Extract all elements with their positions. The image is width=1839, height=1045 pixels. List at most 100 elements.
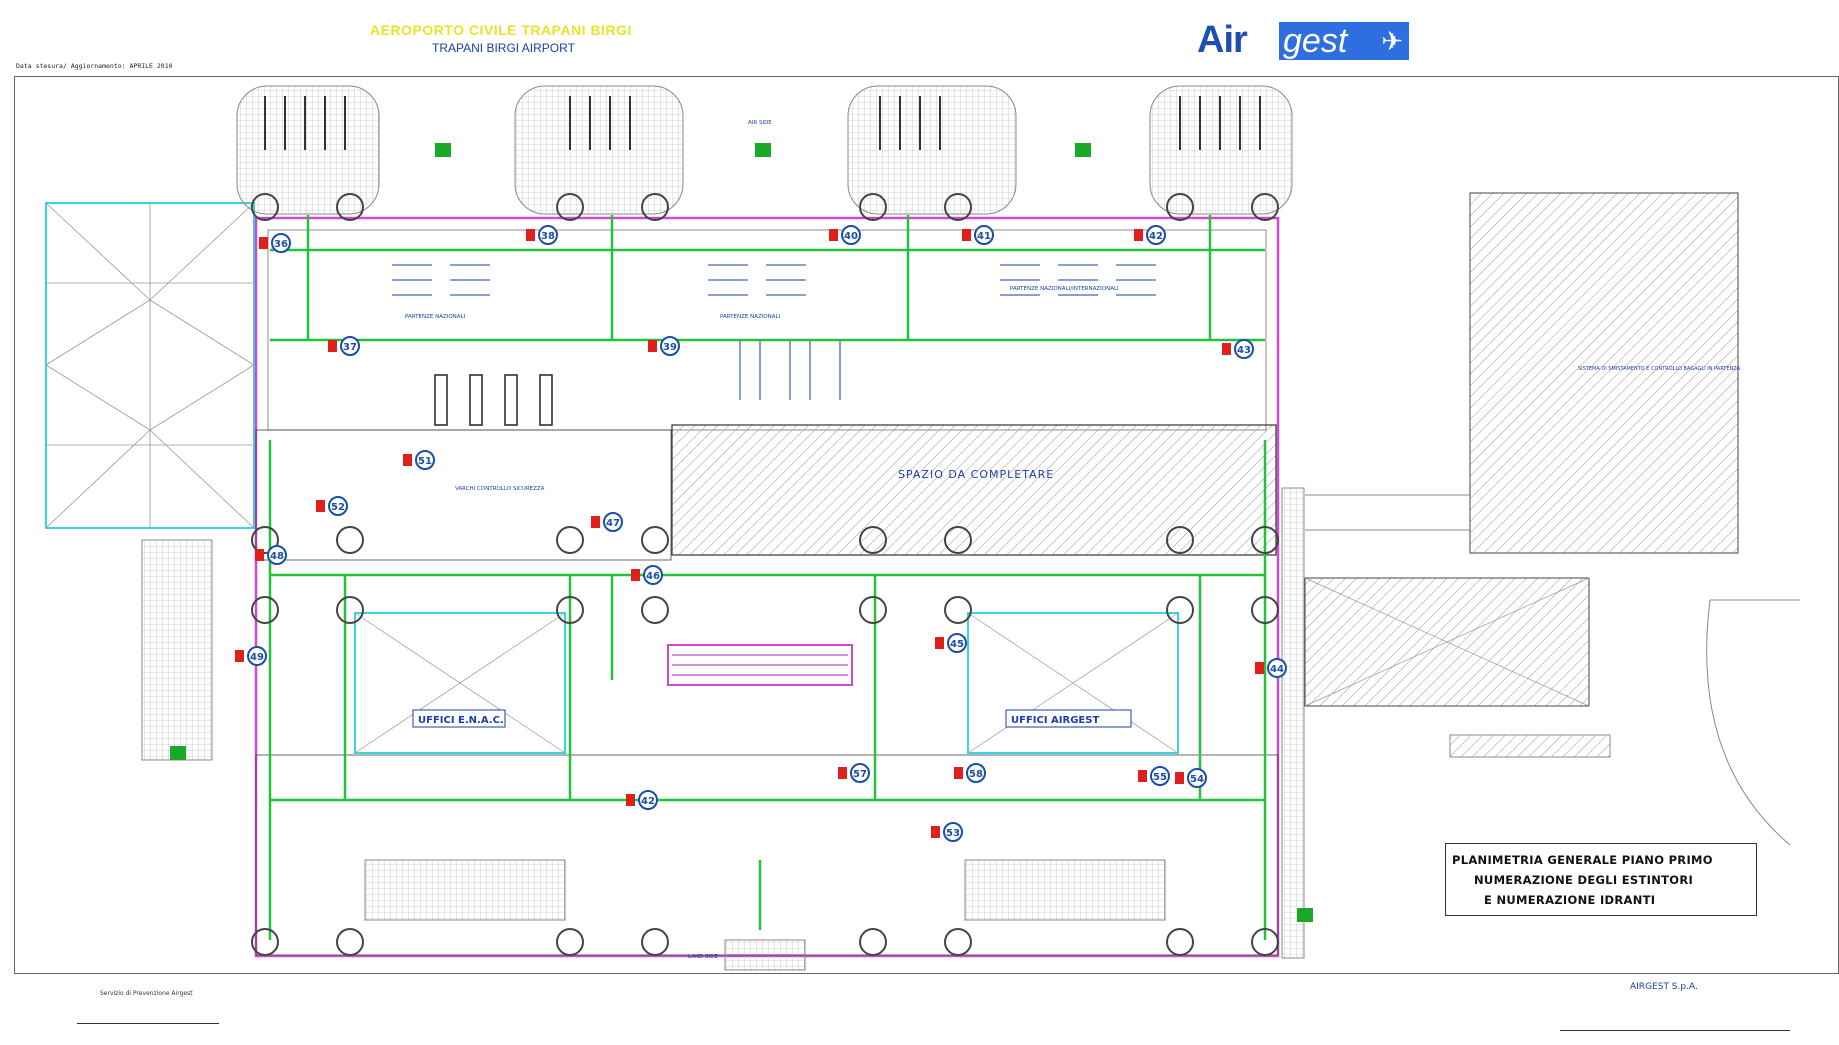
logo-gest-text: gest✈ — [1279, 22, 1409, 60]
legend-line-3: E NUMERAZIONE IDRANTI — [1484, 893, 1656, 907]
extinguisher-number: 44 — [1270, 664, 1284, 675]
extinguisher-number: 42 — [1149, 231, 1163, 242]
extinguisher-badge: 38 — [526, 225, 558, 245]
extinguisher-number: 58 — [969, 769, 983, 780]
extinguisher-number: 41 — [977, 231, 991, 242]
extinguisher-icon — [235, 650, 244, 662]
extinguisher-circle — [1146, 225, 1166, 245]
footer-rule-right — [1560, 1030, 1790, 1031]
extinguisher-circle — [340, 336, 360, 356]
extinguisher-icon — [1222, 343, 1231, 355]
extinguisher-badge: 54 — [1175, 768, 1207, 788]
label-uffici-enac: UFFICI E.N.A.C. — [418, 715, 504, 726]
extinguisher-circle — [1234, 339, 1254, 359]
left-canopy — [45, 202, 255, 529]
extinguisher-icon — [591, 516, 600, 528]
extinguisher-badge: 45 — [935, 633, 967, 653]
gate-piers — [236, 85, 1293, 215]
extinguisher-icon — [829, 229, 838, 241]
airgest-logo: Air gest✈ — [1197, 18, 1409, 62]
extinguisher-icon — [648, 340, 657, 352]
extinguisher-circle — [271, 233, 291, 253]
extinguisher-circle — [947, 633, 967, 653]
extinguisher-badge: 36 — [259, 233, 291, 253]
label-partenze-3: PARTENZE NAZIONALI/INTERNAZIONALI — [1010, 286, 1119, 292]
extinguisher-icon — [962, 229, 971, 241]
extinguisher-circle — [660, 336, 680, 356]
extinguisher-circle — [328, 496, 348, 516]
extinguisher-number: 42 — [641, 796, 655, 807]
extinguisher-badge: 48 — [255, 545, 287, 565]
airport-title: AEROPORTO CIVILE TRAPANI BIRGI — [370, 22, 632, 38]
extinguisher-icon — [954, 767, 963, 779]
logo-air-text: Air — [1197, 19, 1248, 61]
extinguisher-icon — [526, 229, 535, 241]
extinguisher-badge: 57 — [838, 763, 870, 783]
plane-icon: ✈ — [1381, 26, 1403, 56]
extinguisher-icon — [403, 454, 412, 466]
extinguisher-number: 49 — [250, 652, 264, 663]
extinguisher-circle — [415, 450, 435, 470]
escape-routes — [268, 215, 1267, 940]
extinguisher-number: 55 — [1153, 772, 1167, 783]
extinguisher-number: 57 — [853, 769, 867, 780]
label-partenze-1: PARTENZE NAZIONALI — [405, 314, 466, 320]
extinguisher-icon — [259, 237, 268, 249]
extinguisher-icon — [1255, 662, 1264, 674]
extinguisher-badge: 40 — [829, 225, 861, 245]
extinguisher-circle — [1150, 766, 1170, 786]
extinguisher-badge: 58 — [954, 763, 986, 783]
hydrant-markers — [251, 193, 1279, 956]
airport-subtitle: TRAPANI BIRGI AIRPORT — [432, 41, 575, 55]
extinguisher-icon — [838, 767, 847, 779]
extinguisher-circle — [974, 225, 994, 245]
label-land-side: LAND SIDE — [688, 954, 718, 960]
extinguisher-circle — [841, 225, 861, 245]
extinguisher-badge: 49 — [235, 646, 267, 666]
extinguisher-number: 37 — [343, 342, 357, 353]
extinguisher-circle — [966, 763, 986, 783]
extinguisher-icon — [255, 549, 264, 561]
label-air-side: AIR SIDE — [748, 120, 772, 126]
extinguisher-badge: 39 — [648, 336, 680, 356]
footer-left-text: Servizio di Prevenzione Airgest — [100, 990, 193, 997]
extinguisher-number: 48 — [270, 551, 284, 562]
extinguisher-circle — [603, 512, 623, 532]
extinguisher-number: 54 — [1190, 774, 1204, 785]
extinguisher-circle — [247, 646, 267, 666]
terminal-building — [141, 216, 1305, 971]
extinguisher-badge: 42 — [1134, 225, 1166, 245]
extinguisher-circle — [638, 790, 658, 810]
extinguisher-circle — [943, 822, 963, 842]
extinguisher-circle — [1187, 768, 1207, 788]
extinguisher-icon — [931, 826, 940, 838]
seating-areas — [392, 264, 1156, 400]
extinguisher-circle — [643, 565, 663, 585]
extinguisher-badge: 44 — [1255, 658, 1287, 678]
extinguisher-circle — [1267, 658, 1287, 678]
extinguisher-number: 47 — [606, 518, 620, 529]
extinguisher-number: 51 — [418, 456, 432, 467]
legend-line-1: PLANIMETRIA GENERALE PIANO PRIMO — [1452, 853, 1713, 867]
extinguisher-number: 40 — [844, 231, 858, 242]
legend-box: PLANIMETRIA GENERALE PIANO PRIMO NUMERAZ… — [1445, 843, 1757, 916]
extinguisher-badge: 47 — [591, 512, 623, 532]
extinguisher-icon — [316, 500, 325, 512]
extinguisher-badge: 37 — [328, 336, 360, 356]
extinguisher-number: 39 — [663, 342, 677, 353]
extinguisher-number: 46 — [646, 571, 660, 582]
security-gates — [434, 374, 553, 426]
extinguisher-icon — [626, 794, 635, 806]
baggage-building — [1304, 192, 1800, 846]
extinguisher-number: 36 — [274, 239, 288, 250]
footer-right-text: AIRGEST S.p.A. — [1630, 982, 1698, 992]
extinguisher-badge: 51 — [403, 450, 435, 470]
extinguisher-badge: 41 — [962, 225, 994, 245]
extinguisher-number: 38 — [541, 231, 555, 242]
extinguisher-circle — [538, 225, 558, 245]
label-uffici-airgest: UFFICI AIRGEST — [1011, 715, 1099, 726]
extinguisher-number: 53 — [946, 828, 960, 839]
exit-signs — [170, 143, 1313, 922]
